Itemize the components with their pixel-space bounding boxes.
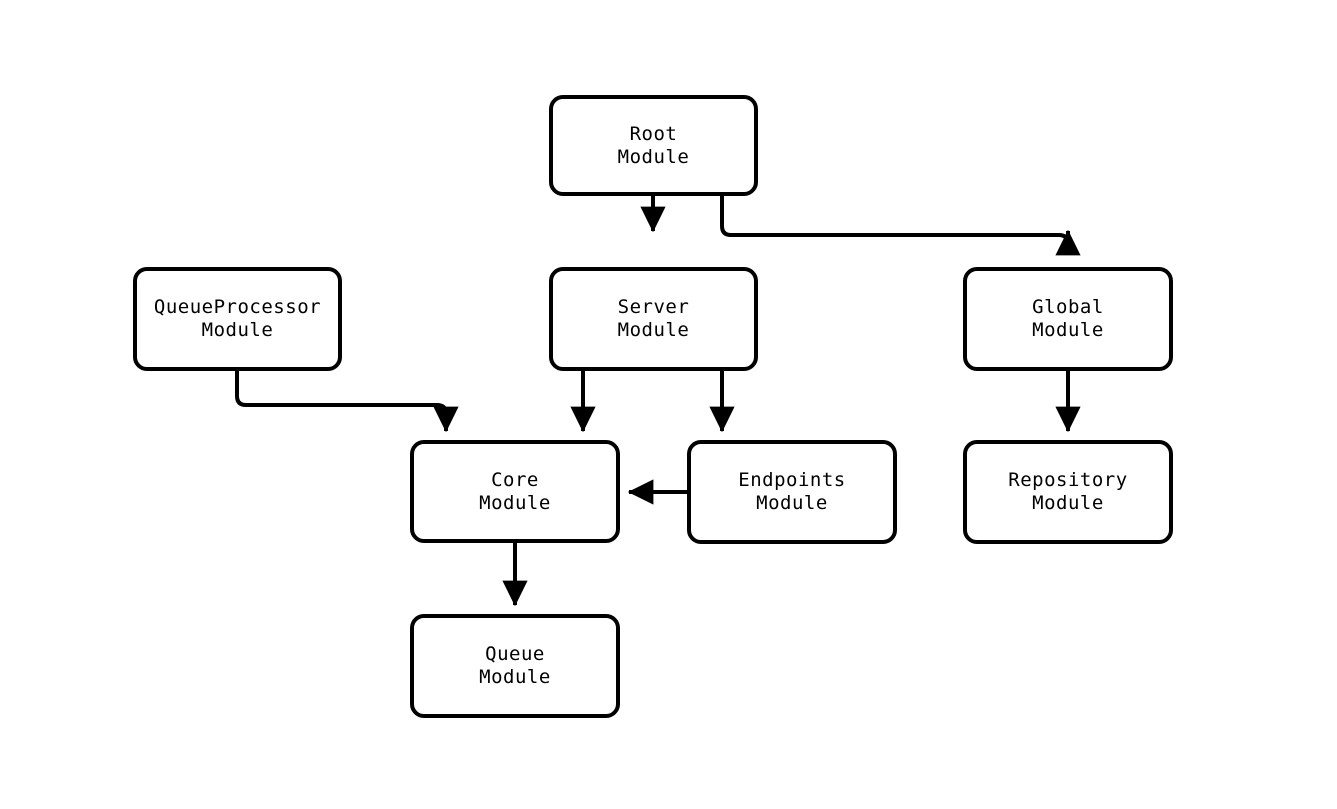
- edge-queueprocessor-core: [235, 371, 459, 433]
- node-repository[interactable]: Repository Module: [963, 440, 1173, 544]
- node-endpoints[interactable]: Endpoints Module: [687, 440, 897, 544]
- node-root-label-line2: Module: [617, 145, 690, 168]
- edge-root-global: [720, 196, 1081, 256]
- node-global[interactable]: Global Module: [963, 267, 1173, 371]
- node-root-label-line1: Root: [629, 122, 678, 145]
- node-repository-label-line2: Module: [1032, 492, 1104, 514]
- node-queue-label-line1: Queue: [485, 643, 545, 665]
- node-server[interactable]: Server Module: [549, 267, 758, 371]
- node-queue[interactable]: Queue Module: [410, 614, 620, 718]
- node-core-label-line2: Module: [479, 491, 551, 514]
- node-root[interactable]: Root Module: [549, 95, 758, 196]
- node-server-label-line1: Server: [617, 296, 690, 318]
- node-global-label-line1: Global: [1032, 296, 1104, 318]
- node-core[interactable]: Core Module: [410, 440, 620, 543]
- node-server-label-line2: Module: [617, 319, 690, 341]
- node-endpoints-label-line1: Endpoints: [738, 469, 846, 491]
- node-endpoints-label-line2: Module: [756, 492, 828, 514]
- node-global-label-line2: Module: [1032, 319, 1104, 341]
- node-queueprocessor-label-line1: QueueProcessor: [153, 296, 322, 318]
- node-queueprocessor[interactable]: QueueProcessor Module: [133, 267, 342, 371]
- node-queueprocessor-label-line2: Module: [201, 319, 274, 341]
- node-core-label-line1: Core: [491, 468, 539, 491]
- node-repository-label-line1: Repository: [1008, 469, 1128, 491]
- node-queue-label-line2: Module: [479, 666, 551, 688]
